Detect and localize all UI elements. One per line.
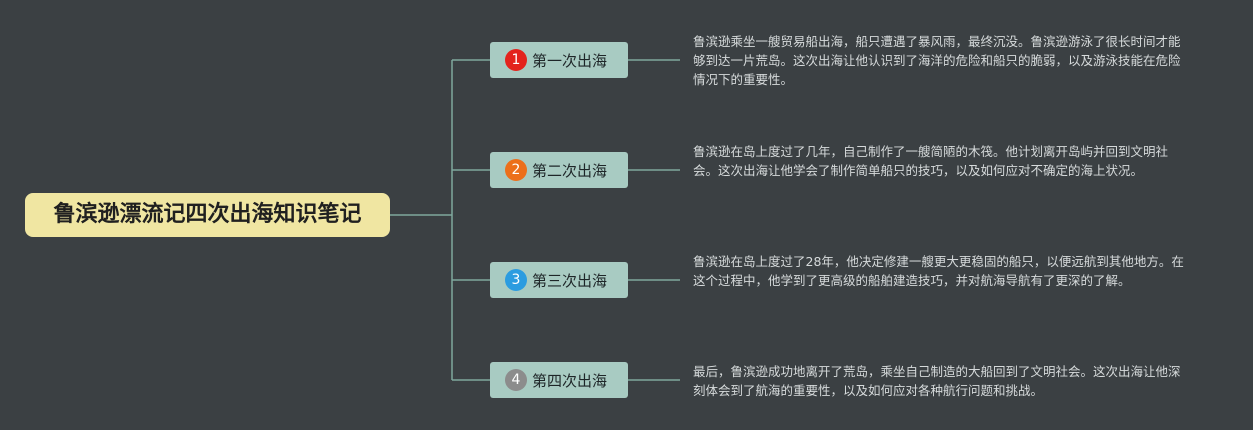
priority-badge-icon: 3 xyxy=(505,269,527,291)
note-text-3: 鲁滨逊在岛上度过了28年，他决定修建一艘更大更稳固的船只，以便远航到其他地方。在… xyxy=(693,254,1184,288)
branch-topic-label: 第四次出海 xyxy=(532,371,608,390)
branch-topic-1[interactable]: 1 第一次出海 xyxy=(490,42,628,78)
note-text-4: 最后，鲁滨逊成功地离开了荒岛，乘坐自己制造的大船回到了文明社会。这次出海让他深刻… xyxy=(693,364,1181,398)
root-topic[interactable]: 鲁滨逊漂流记四次出海知识笔记 xyxy=(25,193,390,237)
priority-badge-icon: 1 xyxy=(505,49,527,71)
branch-topic-2[interactable]: 2 第二次出海 xyxy=(490,152,628,188)
branch-topic-3[interactable]: 3 第三次出海 xyxy=(490,262,628,298)
priority-badge-icon: 2 xyxy=(505,159,527,181)
branch-topic-label: 第二次出海 xyxy=(532,161,608,180)
note-text-2: 鲁滨逊在岛上度过了几年，自己制作了一艘简陋的木筏。他计划离开岛屿并回到文明社会。… xyxy=(693,144,1169,178)
branch-topic-label: 第三次出海 xyxy=(532,271,608,290)
branch-topic-label: 第一次出海 xyxy=(532,51,608,70)
branch-topic-4[interactable]: 4 第四次出海 xyxy=(490,362,628,398)
root-topic-label: 鲁滨逊漂流记四次出海知识笔记 xyxy=(53,202,362,227)
note-text-1: 鲁滨逊乘坐一艘贸易船出海，船只遭遇了暴风雨，最终沉没。鲁滨逊游泳了很长时间才能够… xyxy=(693,34,1181,87)
priority-badge-icon: 4 xyxy=(505,369,527,391)
